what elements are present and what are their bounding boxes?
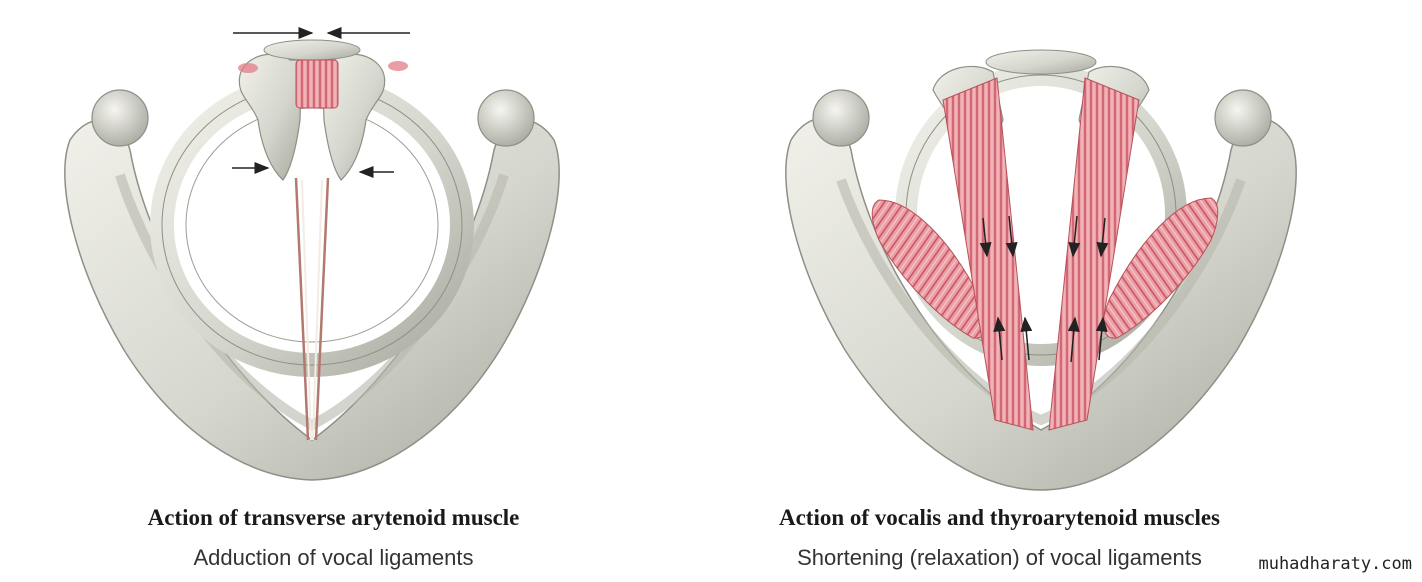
vocal-ligament-left <box>294 177 310 441</box>
arrow-down-4 <box>1096 217 1109 258</box>
larynx-illustration-right <box>785 49 1297 491</box>
arytenoid-cartilage-left <box>238 53 303 181</box>
thyroid-horn-right <box>1214 89 1272 147</box>
panel-subtitle-right: Shortening (relaxation) of vocal ligamen… <box>797 545 1202 570</box>
arrow-up-1 <box>993 316 1006 361</box>
thyroid-horn-left <box>91 89 149 147</box>
site-watermark: muhadharaty.com <box>1256 554 1414 574</box>
vocalis-muscle-right <box>1048 77 1140 431</box>
thyroid-horn-left <box>812 89 870 147</box>
arrow-up-3 <box>1067 316 1080 363</box>
arrow-down-2 <box>1005 215 1018 258</box>
panel-subtitle-left: Adduction of vocal ligaments <box>193 545 474 570</box>
arrow-up-4 <box>1095 316 1108 361</box>
vocal-ligament-right <box>314 177 330 441</box>
transverse-arytenoid-muscle <box>295 59 339 109</box>
arrow-down-3 <box>1068 215 1081 258</box>
thyroarytenoid-muscle-right <box>1102 197 1219 339</box>
panel-vocalis-thyroarytenoid: Action of vocalis and thyroarytenoid mus… <box>711 0 1422 582</box>
thyroid-horn-right <box>477 89 535 147</box>
cricoid-ring <box>150 73 474 377</box>
panel-title-right: Action of vocalis and thyroarytenoid mus… <box>778 505 1221 530</box>
panel-title-left: Action of transverse arytenoid muscle <box>147 505 520 530</box>
arrow-down-1 <box>979 217 992 258</box>
thyroid-cartilage <box>785 117 1297 491</box>
larynx-illustration-left <box>64 27 560 481</box>
panel-transverse-arytenoid: Action of transverse arytenoid muscle Ad… <box>64 27 560 570</box>
arrow-up-2 <box>1020 316 1033 361</box>
thyroarytenoid-muscle-left <box>871 199 988 339</box>
